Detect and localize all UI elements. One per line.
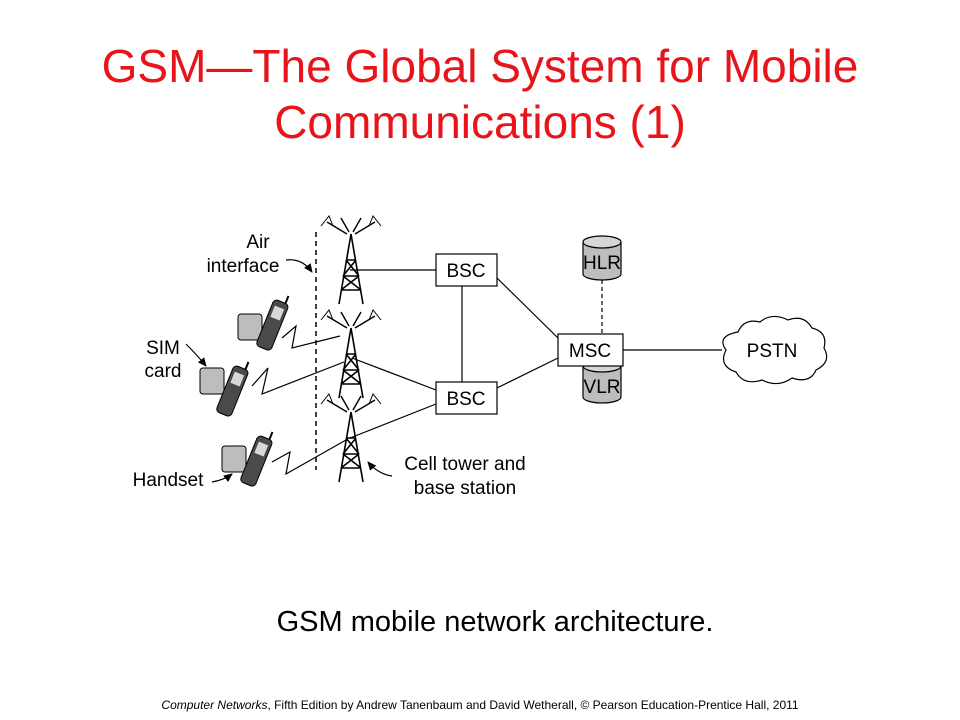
- cell-arrow: [367, 461, 393, 477]
- radio-zigzag-2: [251, 361, 345, 395]
- sim-label-line2: card: [145, 361, 182, 382]
- air-arrow: [285, 259, 313, 273]
- radio-zigzag-3: [271, 439, 347, 476]
- bsc-top-node: BSC: [435, 253, 498, 287]
- vlr-label: VLR: [584, 377, 621, 398]
- msc-node: MSC: [557, 333, 624, 367]
- link-bsc1-msc: [496, 277, 559, 339]
- bsc-top-label: BSC: [446, 261, 485, 282]
- handset-1: [237, 295, 290, 351]
- cell-tower-3: [320, 393, 382, 483]
- cell-label-line1: Cell tower and: [404, 454, 525, 475]
- hlr-label: HLR: [583, 253, 621, 274]
- sim-card-1: [237, 313, 263, 341]
- network-links: [349, 269, 722, 439]
- sim-arrow: [185, 343, 207, 367]
- radio-links: [251, 324, 347, 476]
- handset-3: [221, 431, 274, 487]
- radio-zigzag-1: [281, 324, 341, 349]
- handset-label: Handset: [133, 470, 204, 491]
- link-bsc2-msc: [496, 357, 559, 389]
- figure-caption: GSM mobile network architecture.: [276, 606, 714, 638]
- handset-2: [199, 361, 250, 417]
- cell-label-line2: base station: [414, 478, 516, 499]
- pstn-label: PSTN: [747, 341, 798, 362]
- slide-title: GSM—The Global System for Mobile Communi…: [40, 38, 920, 150]
- handset-arrow: [211, 473, 233, 483]
- pstn-cloud: PSTN: [722, 315, 828, 385]
- msc-label: MSC: [569, 341, 611, 362]
- link-tower2-bsc2: [351, 357, 437, 391]
- title-line-1: GSM—The Global System for Mobile: [101, 40, 859, 92]
- sim-card-2: [199, 367, 225, 395]
- bsc-bottom-node: BSC: [435, 381, 498, 415]
- sim-card-3: [221, 445, 247, 473]
- footer-citation-rest: , Fifth Edition by Andrew Tanenbaum and …: [267, 698, 799, 712]
- title-line-2: Communications (1): [274, 96, 686, 148]
- sim-card-annotation: SIM card: [145, 338, 207, 382]
- air-label-line2: interface: [207, 256, 280, 277]
- handset-annotation: Handset: [133, 470, 233, 491]
- footer-citation: Computer Networks, Fifth Edition by Andr…: [0, 698, 960, 712]
- footer-book-title: Computer Networks: [161, 698, 268, 712]
- cell-tower-annotation: Cell tower and base station: [367, 454, 526, 499]
- cell-tower-1: [320, 215, 382, 305]
- cell-tower-2: [320, 309, 382, 399]
- air-interface-annotation: Air interface: [207, 232, 313, 277]
- hlr-database: HLR: [582, 235, 622, 281]
- sim-label-line1: SIM: [146, 338, 180, 359]
- bsc-bottom-label: BSC: [446, 389, 485, 410]
- air-label-line1: Air: [246, 232, 270, 253]
- link-tower3-bsc2: [349, 403, 437, 439]
